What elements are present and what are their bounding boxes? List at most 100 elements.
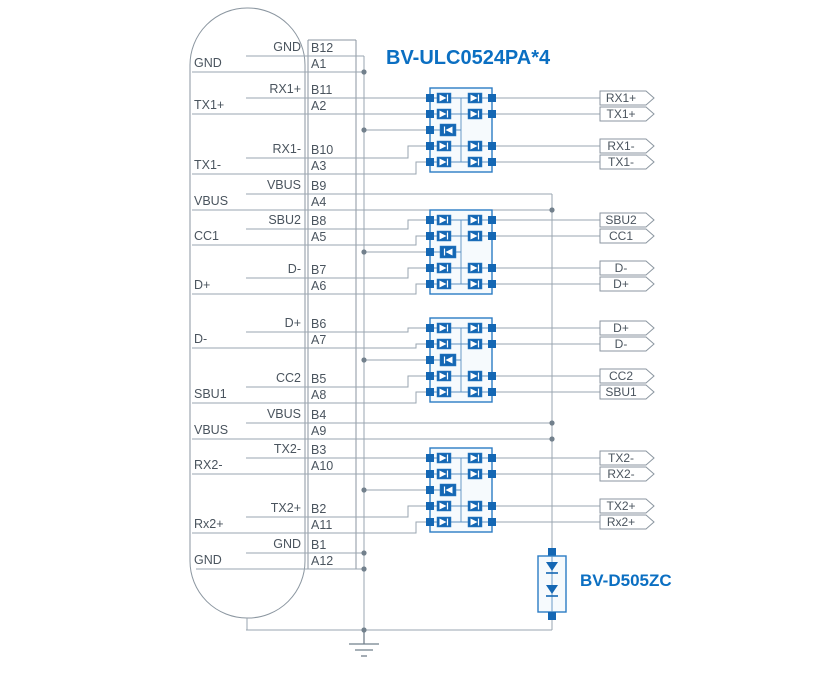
pin-function-label: CC2 [276,371,301,385]
output-flag: RX2- [599,466,655,482]
pin-flag-shape [599,466,655,482]
pin-function-label: VBUS [194,194,228,208]
pin-flag-shape [599,154,655,170]
output-flag-label: D- [615,337,628,351]
pin-flag-shape [599,260,655,276]
junction-dots [361,69,555,633]
pin-flag-shape [599,368,655,384]
pin-flag-shape [599,336,655,352]
pin-function-label: GND [273,40,301,54]
pin-function-label: TX2- [274,442,301,456]
pin-function-label: VBUS [267,178,301,192]
output-flag-label: TX2- [608,451,634,465]
esd-array-ic-3 [426,318,496,402]
pin-function-label: GND [273,537,301,551]
pin-number-label: A10 [311,459,333,473]
pin-number-label: A9 [311,424,326,438]
pin-function-label: TX1+ [194,98,224,112]
pin-function-label: D- [194,332,207,346]
pin-function-label: RX1- [273,142,301,156]
pin-number-label: A11 [311,518,332,532]
output-flag-label: CC1 [609,229,633,243]
output-flags: RX1+ TX1+ RX1- TX1- SBU2 CC1 D- D+ D+ D-… [599,90,655,530]
esd-array-ic-1 [426,88,496,172]
pin-number-label: B12 [311,41,333,55]
pin-number-label: A12 [311,554,333,568]
esd-array-ic-4 [426,448,496,532]
ground-bus [246,56,552,631]
output-flag: TX1+ [599,106,655,122]
pin-number-label: B11 [311,83,332,97]
output-flag-label: SBU2 [605,213,637,227]
output-flag: Rx2+ [599,514,655,530]
pin-function-label: CC1 [194,229,219,243]
pin-flag-shape [599,138,655,154]
pin-flag-shape [599,106,655,122]
tvs-diode-part-number-label: BV-D505ZC [580,571,672,590]
output-flag: D- [599,260,655,276]
output-flag-label: RX1- [607,139,634,153]
pin-flag-shape [599,498,655,514]
pin-number-label: B8 [311,214,326,228]
output-flag: CC1 [599,228,655,244]
output-flag: CC2 [599,368,655,384]
pin-flag-shape [599,276,655,292]
pin-number-label: B10 [311,143,333,157]
esd-array-ic-2 [426,210,496,294]
output-flag-label: SBU1 [605,385,637,399]
pin-number-label: B7 [311,263,326,277]
output-flag: D+ [599,276,655,292]
output-flag-label: D+ [613,277,629,291]
pin-function-label: VBUS [267,407,301,421]
output-flag-label: Rx2+ [607,515,635,529]
output-flag: RX1+ [599,90,655,106]
pin-number-label: A2 [311,99,326,113]
pin-number-label: B3 [311,443,326,457]
pin-function-label: D- [288,262,301,276]
output-flag-label: RX2- [607,467,634,481]
pin-flag-shape [599,320,655,336]
output-flag: TX1- [599,154,655,170]
esd-ic-part-number-label: BV-ULC0524PA*4 [386,47,551,69]
output-flag: TX2+ [599,498,655,514]
output-flag-label: TX1- [608,155,634,169]
pin-function-label: GND [194,56,222,70]
pin-function-label: Rx2+ [194,517,224,531]
output-flag-label: RX1+ [606,91,636,105]
pin-number-label: B1 [311,538,326,552]
tvs-diode [537,548,567,620]
pin-flag-shape [599,228,655,244]
output-flag-label: CC2 [609,369,633,383]
output-flag: RX1- [599,138,655,154]
pin-flag-shape [599,514,655,530]
pin-function-label: SBU2 [268,213,301,227]
pin-number-label: A8 [311,388,326,402]
output-flag: D- [599,336,655,352]
pin-number-label: B4 [311,408,326,422]
pin-flag-shape [599,90,655,106]
output-flag: TX2- [599,450,655,466]
output-flag-label: D+ [613,321,629,335]
pin-flag-shape [599,450,655,466]
pin-number-label: A6 [311,279,326,293]
pin-number-label: A3 [311,159,326,173]
pin-function-label: TX1- [194,158,221,172]
pin-function-label: D+ [194,278,210,292]
output-flag-label: D- [615,261,628,275]
pin-function-label: VBUS [194,423,228,437]
pin-function-label: RX1+ [269,82,301,96]
output-flag-label: TX1+ [606,107,635,121]
pin-flag-shape [599,384,655,400]
pin-function-label: GND [194,553,222,567]
pin-number-label: A5 [311,230,326,244]
connector-pin-labels: GND GND B12 A1 RX1+ TX1+ B11 A2 RX1- TX1… [194,40,333,568]
pin-number-label: A7 [311,333,326,347]
pin-flag-shape [599,212,655,228]
pin-number-label: B6 [311,317,326,331]
output-flag-label: TX2+ [606,499,635,513]
pin-number-label: B2 [311,502,326,516]
pin-function-label: SBU1 [194,387,227,401]
pin-number-label: A1 [311,57,326,71]
pin-number-label: B9 [311,179,326,193]
